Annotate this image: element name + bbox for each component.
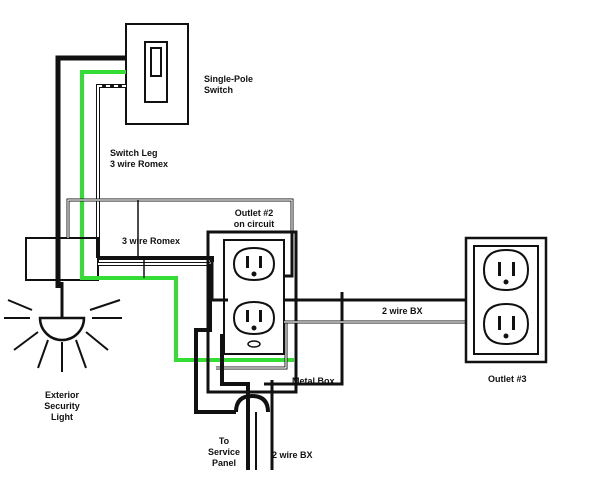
bx-bottom-label: 2 wire BX [272,450,313,460]
outlet2-label: Outlet #2 on circuit [224,208,284,230]
outlet2-internal-wires [194,232,344,470]
service-panel-label-line3: Panel [211,458,236,468]
single-pole-switch [125,23,189,125]
switch-leg-wires [55,55,126,288]
switch-leg-label-line2: 3 wire Romex [110,159,169,169]
switch-leg-label: Switch Leg 3 wire Romex [110,148,168,170]
switch-label-line2: Switch [204,85,234,95]
outlet2-receptacle [232,246,276,348]
romex-to-outlet2 [66,198,294,362]
light-label-line2: Security [44,401,80,411]
switch-leg-label-line1: Switch Leg [110,148,158,158]
security-light-icon [4,282,122,372]
outlet2-label-line1: Outlet #2 [234,208,274,218]
outlet3-receptacle [464,236,548,364]
outlet3-label: Outlet #3 [488,374,527,384]
service-panel-label-line2: Service [207,447,241,457]
light-label-line1: Exterior [44,390,79,400]
bx-to-outlet3 [284,298,466,324]
service-panel-label: To Service Panel [204,436,244,469]
switch-label: Single-Pole Switch [204,74,253,96]
outlet2-label-line2: on circuit [233,219,275,229]
switch-label-line1: Single-Pole [204,74,254,84]
service-panel-label-line1: To [218,436,230,446]
light-label: Exterior Security Light [40,390,84,423]
light-label-line3: Light [51,412,73,422]
bx-right-label: 2 wire BX [382,306,423,316]
romex-label: 3 wire Romex [122,236,181,246]
metal-box-label: Metal Box [292,376,335,386]
light-junction-box [25,237,99,281]
